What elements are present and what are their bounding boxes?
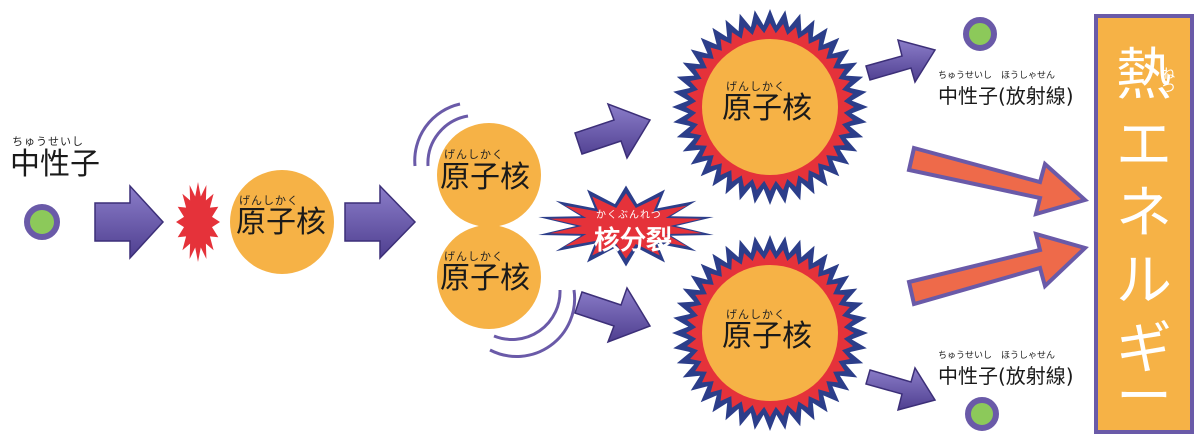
energy-char: ル — [1116, 249, 1172, 314]
impact-burst-icon — [176, 182, 220, 262]
motion-arc-icon — [493, 289, 562, 341]
nucleus-label: 原子核 — [236, 205, 326, 240]
nucleus-label: 原子核 — [440, 261, 530, 296]
fission-label: 核分裂 — [594, 226, 673, 256]
nucleus-label: 原子核 — [440, 160, 530, 195]
arrow-to-lower-product — [574, 286, 652, 344]
emitted-neutron-top-icon — [963, 17, 997, 51]
neutron-radiation-label: 中性子(放射線) — [938, 364, 1074, 388]
nucleus-ruby: げんしかく — [444, 148, 504, 161]
fission-ruby: かくぶんれつ — [596, 210, 662, 221]
energy-char: ー — [1116, 365, 1172, 430]
arrow-to-emitted-neutron-top — [865, 38, 937, 84]
nucleus-ruby: げんしかく — [444, 250, 504, 263]
energy-char: ネ — [1116, 181, 1172, 246]
nucleus-ruby: げんしかく — [726, 80, 786, 93]
neutron-radiation-ruby: ちゅうせいし ほうしゃせん — [938, 351, 1056, 361]
emitted-neutron-bottom-icon — [965, 397, 999, 431]
neutron-label: 中性子 — [10, 147, 100, 182]
motion-arc-icon — [426, 114, 469, 167]
arrow-neutron-to-nucleus — [94, 184, 165, 260]
neutron-radiation-label: 中性子(放射線) — [938, 84, 1074, 108]
nucleus-label: 原子核 — [722, 91, 812, 126]
product-nucleus-bottom — [702, 265, 838, 401]
arrow-heat-lower — [906, 231, 1089, 307]
nucleus-label: 原子核 — [722, 319, 812, 354]
product-nucleus-top — [702, 39, 838, 175]
splitting-nucleus-upper — [437, 123, 541, 227]
arrow-heat-upper — [906, 145, 1090, 217]
motion-arc-icon — [489, 289, 577, 358]
target-nucleus — [230, 170, 334, 274]
neutron-ruby: ちゅうせいし — [12, 135, 84, 148]
heat-energy-box: ねつ 熱 エ ネ ル ギ ー — [1094, 14, 1194, 434]
arrow-to-upper-product — [574, 102, 652, 160]
arrow-to-emitted-neutron-bottom — [865, 366, 937, 412]
energy-char: エ — [1116, 113, 1172, 178]
nucleus-ruby: げんしかく — [239, 194, 299, 207]
fission-burst-inner — [550, 193, 702, 259]
arrow-nucleus-to-split — [344, 184, 417, 260]
heat-ruby: ねつ — [1162, 67, 1177, 96]
splitting-nucleus-lower — [437, 225, 541, 329]
neutron-radiation-ruby: ちゅうせいし ほうしゃせん — [938, 71, 1056, 81]
energy-char-heat: 熱 — [1116, 43, 1172, 108]
nucleus-ruby: げんしかく — [726, 308, 786, 321]
incoming-neutron-icon — [24, 204, 60, 240]
motion-arc-icon — [413, 102, 461, 167]
energy-char: ギ — [1116, 317, 1172, 382]
